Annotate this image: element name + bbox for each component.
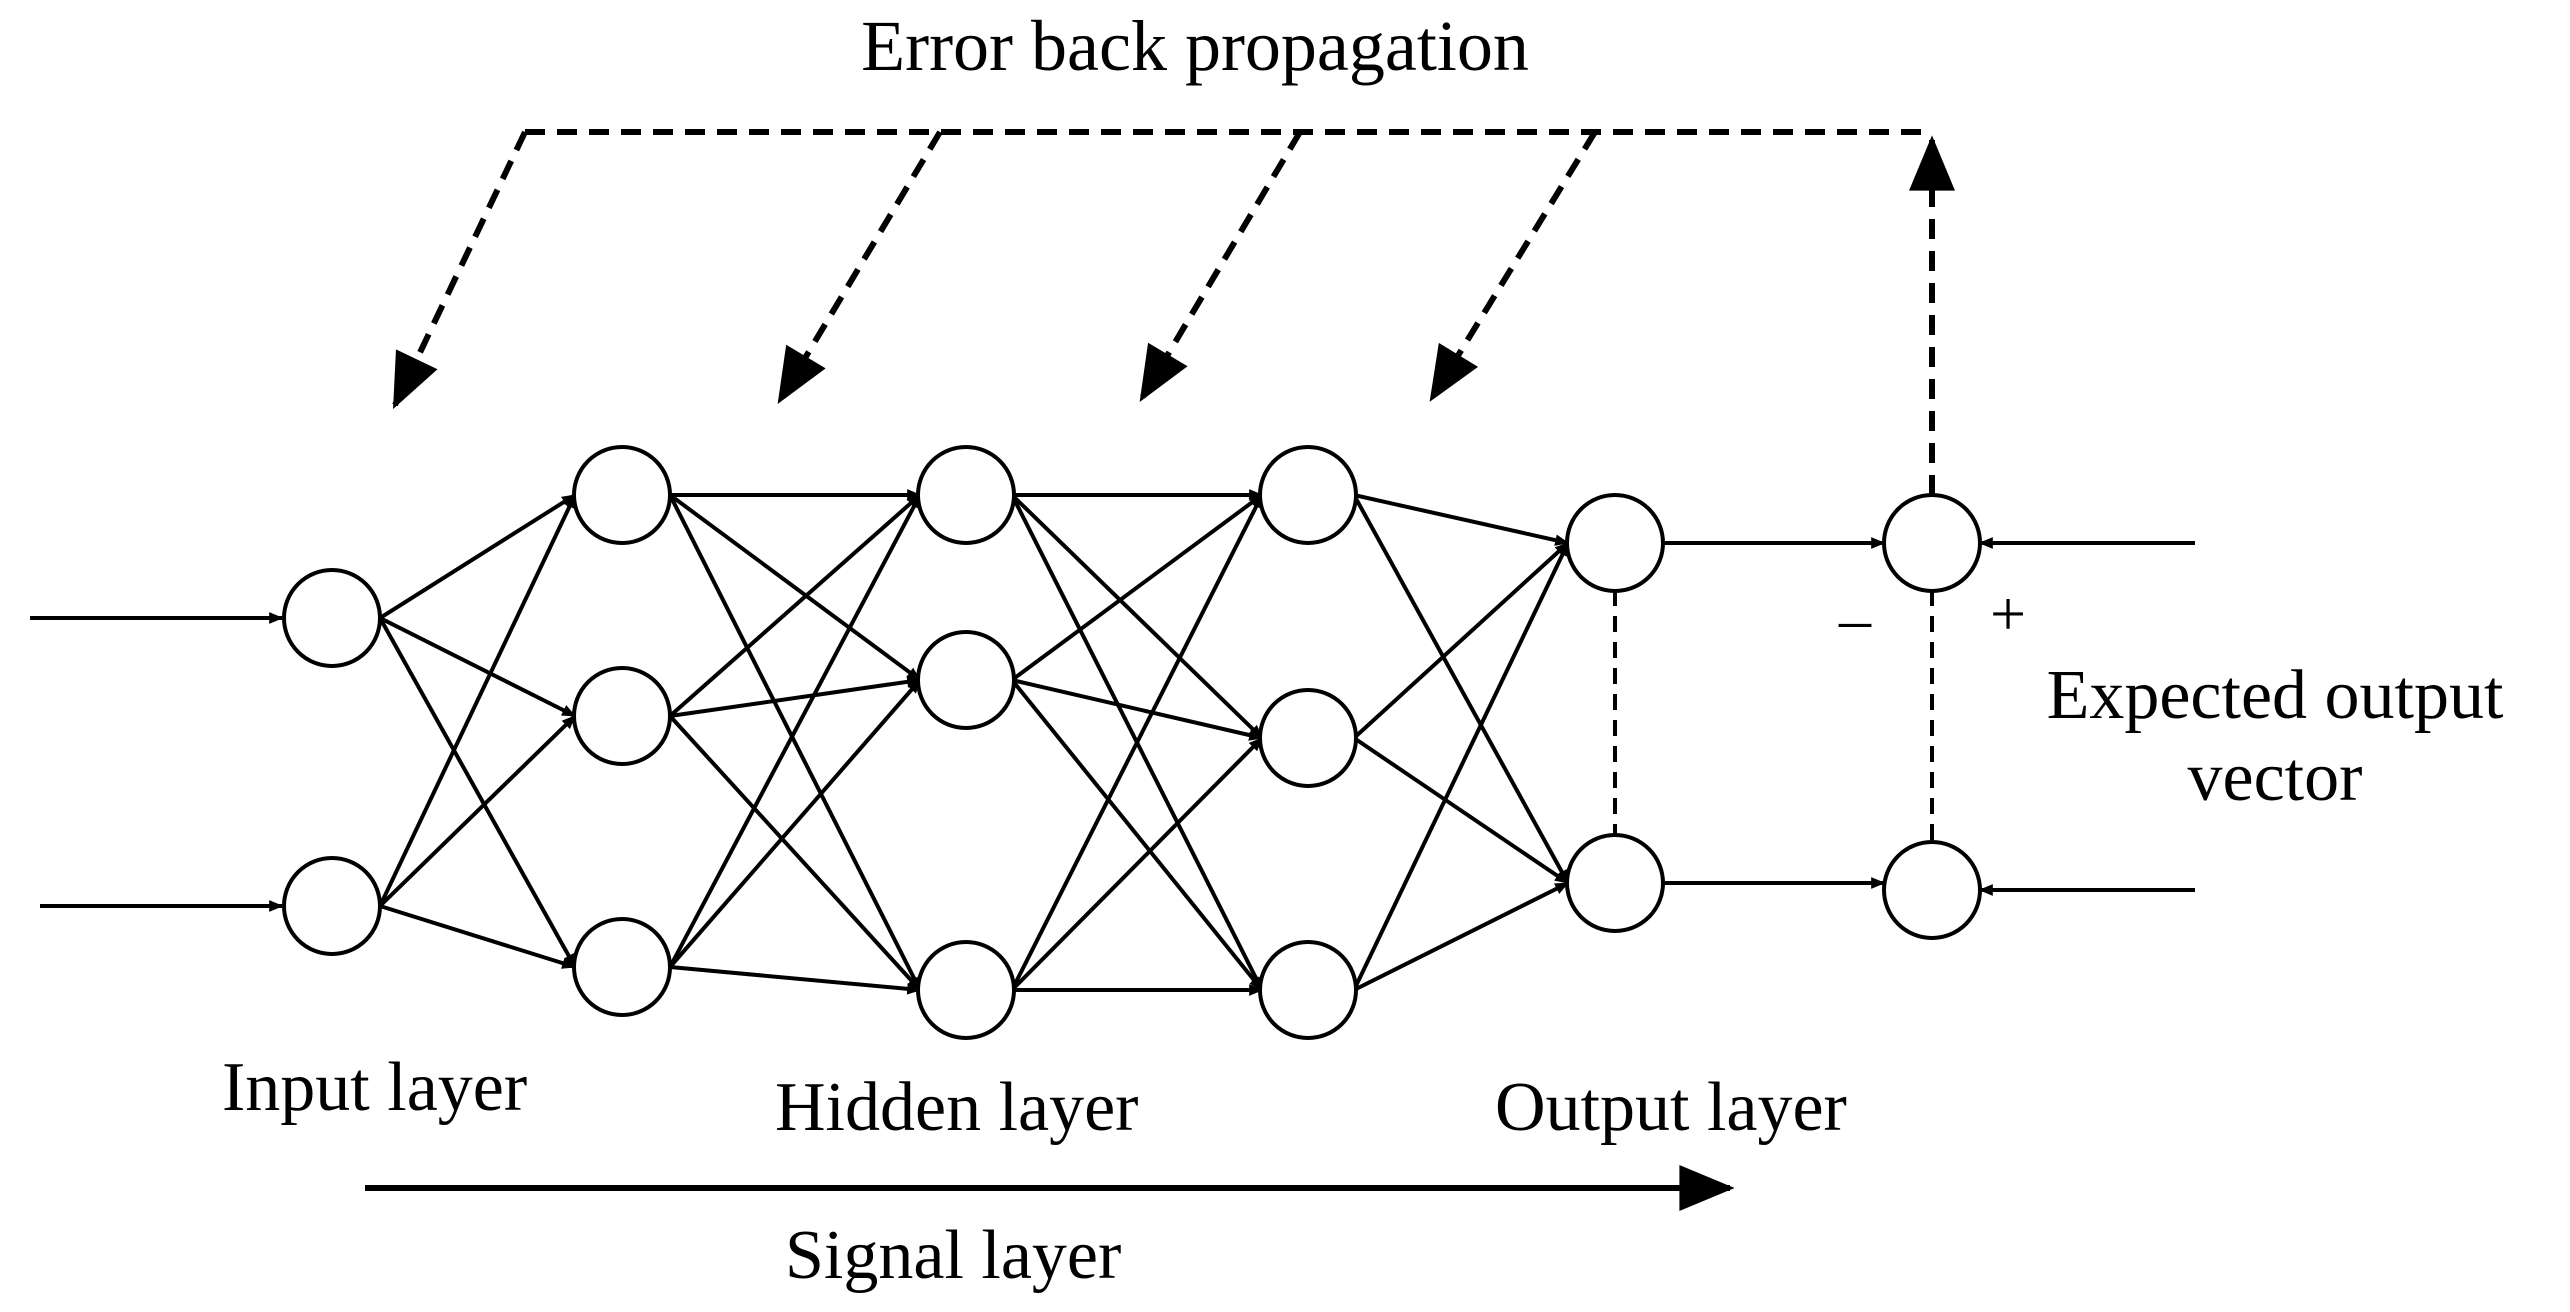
edge xyxy=(1353,881,1570,992)
hidden-layer-label: Hidden layer xyxy=(775,1069,1138,1146)
connections xyxy=(378,489,1886,996)
edge xyxy=(669,676,922,718)
comparator-node xyxy=(1882,840,1982,940)
backprop-arrow-output xyxy=(1429,130,1598,402)
edge xyxy=(1010,493,1264,991)
hidden-node xyxy=(916,940,1016,1040)
output-layer-label: Output layer xyxy=(1495,1069,1847,1146)
backprop-bus xyxy=(525,129,1955,495)
backprop-arrow-hidden-2 xyxy=(1139,130,1303,402)
expected-output-label-line2: vector xyxy=(2188,739,2363,816)
edge xyxy=(1352,494,1570,885)
edge xyxy=(379,904,577,969)
backprop-arrow-hidden-1 xyxy=(777,130,943,404)
backprop-arrow-input xyxy=(392,130,528,410)
hidden-node xyxy=(1258,445,1358,545)
edge xyxy=(378,617,577,969)
edge xyxy=(1352,541,1570,991)
edge xyxy=(669,965,922,995)
edge xyxy=(668,493,922,718)
input-node xyxy=(282,568,382,668)
hidden-node xyxy=(1258,688,1358,788)
expected-inputs xyxy=(1978,537,2195,896)
input-node xyxy=(282,856,382,956)
hidden-node xyxy=(572,666,672,766)
edge xyxy=(1353,493,1570,546)
nodes xyxy=(282,445,1982,1040)
edge xyxy=(668,493,922,968)
plus-sign: + xyxy=(1990,578,2026,649)
input-signals xyxy=(30,612,284,912)
hidden-node xyxy=(1258,940,1358,1040)
hidden-node xyxy=(572,445,672,545)
edge xyxy=(1010,493,1264,740)
diagram-title: Error back propagation xyxy=(861,6,1529,86)
edge xyxy=(668,714,922,992)
signal-layer-label: Signal layer xyxy=(785,1217,1121,1294)
edge xyxy=(1352,541,1570,740)
edge xyxy=(1010,493,1264,682)
edge xyxy=(378,714,577,908)
minus-sign: – xyxy=(1838,583,1872,654)
edge xyxy=(668,494,922,992)
edge xyxy=(1010,736,1264,992)
output-node xyxy=(1565,833,1665,933)
input-layer-label: Input layer xyxy=(222,1049,527,1126)
edge xyxy=(379,616,577,718)
hidden-node xyxy=(572,917,672,1017)
backprop-arrows xyxy=(392,130,1598,410)
expected-output-label-line1: Expected output xyxy=(2047,657,2504,734)
edge xyxy=(378,493,577,620)
edge xyxy=(1352,736,1570,885)
vertical-dashes xyxy=(1613,590,1934,842)
hidden-node xyxy=(916,445,1016,545)
output-node xyxy=(1565,493,1665,593)
edge xyxy=(378,493,577,907)
edge xyxy=(668,678,922,969)
edge xyxy=(1011,678,1264,741)
hidden-node xyxy=(916,630,1016,730)
comparator-node xyxy=(1882,493,1982,593)
edge xyxy=(1010,678,1264,992)
edge xyxy=(668,493,922,682)
